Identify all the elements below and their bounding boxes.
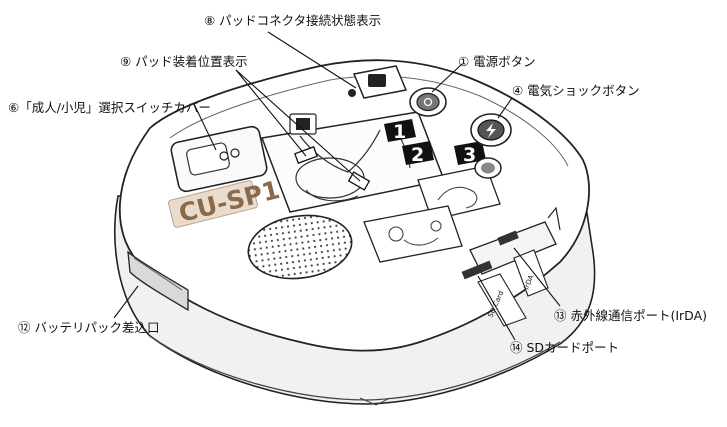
pad-connector-indicator [348, 65, 408, 99]
label-pad-connector: ⑧ パッドコネクタ接続状態表示 [204, 13, 381, 28]
irda-port[interactable] [497, 230, 519, 246]
label-irda-port: ⑬ 赤外線通信ポート(IrDA) [554, 308, 707, 323]
device-bottom-rim [149, 335, 561, 401]
power-button[interactable] [409, 87, 447, 117]
callout-lines [113, 31, 561, 341]
leader-sd [477, 275, 516, 341]
lightning-icon [486, 123, 496, 138]
leader-shock [497, 97, 513, 119]
pad-mark-left [294, 146, 318, 164]
instruction-panel-person [363, 205, 463, 263]
leader-pad-connector [267, 31, 357, 89]
speaker-grille [247, 214, 353, 280]
label-battery-slot: ⑫ バッテリパック差込口 [18, 320, 159, 335]
step-number-1: 1 [393, 121, 406, 143]
selector-switch-cover[interactable] [170, 125, 268, 193]
instruction-panel-hands [417, 165, 501, 221]
leader-pad-position-a [235, 69, 307, 157]
sd-card-port[interactable] [461, 260, 493, 280]
label-selector-cover: ⑥「成人/小児」選択スイッチカバー [8, 100, 211, 115]
step-badge-2: 2 [402, 141, 434, 166]
pad-mark-right [347, 171, 371, 191]
power-icon [423, 97, 433, 107]
leader-pad-position-b [235, 69, 361, 182]
pad-icon-small [289, 113, 317, 135]
shock-button[interactable] [470, 113, 512, 147]
step-number-2: 2 [411, 144, 424, 166]
step-badge-1: 1 [384, 119, 416, 143]
label-shock-button: ④ 電気ショックボタン [512, 83, 640, 98]
leader-battery [113, 285, 139, 319]
label-power-button: ① 電源ボタン [458, 54, 536, 69]
battery-slot[interactable] [127, 250, 189, 312]
irda-tag: IrDA [513, 249, 549, 297]
step-number-3: 3 [463, 144, 476, 166]
leader-selector [193, 103, 217, 151]
aed-device: CU-SP1 1 [114, 59, 596, 406]
leader-irda [513, 247, 561, 307]
labels: ⑧ パッドコネクタ接続状態表示 ⑨ パッド装着位置表示 ① 電源ボタン ⑥「成人… [8, 13, 707, 355]
step-badge-3: 3 [454, 141, 486, 166]
info-button[interactable] [474, 157, 502, 179]
label-pad-position: ⑨ パッド装着位置表示 [120, 54, 248, 69]
label-sd-port: ⑭ SDカードポート [510, 340, 619, 355]
leader-power [431, 63, 463, 93]
sd-card-tag: SD Card [477, 273, 527, 327]
